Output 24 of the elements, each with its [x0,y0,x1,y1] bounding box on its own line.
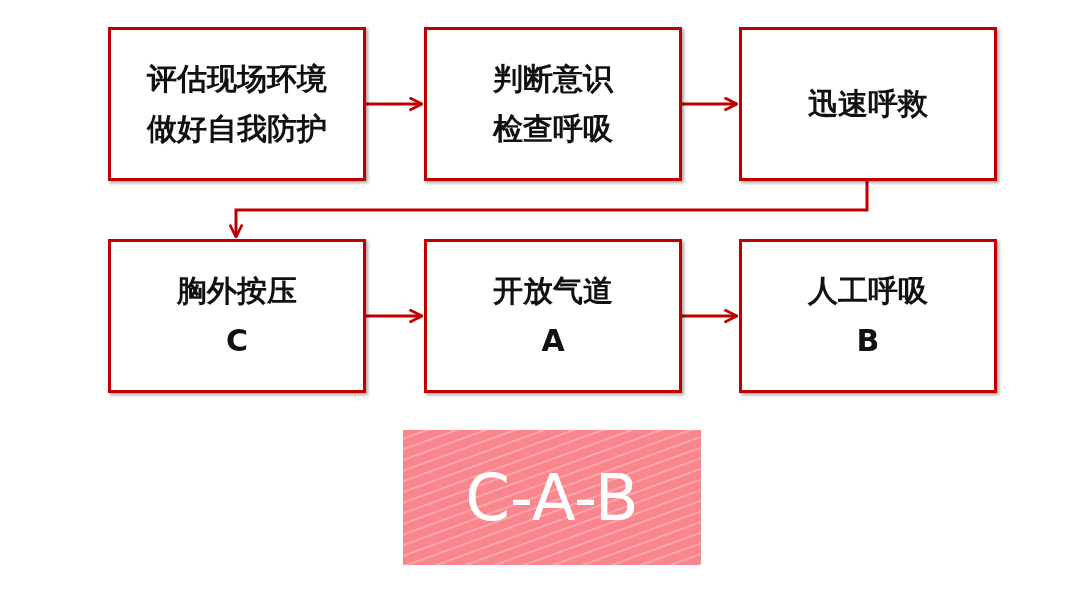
process-box [424,27,682,181]
step-text: 判断意识 [493,60,613,98]
arrow [366,96,424,112]
arrow [228,181,869,239]
process-box [739,27,997,181]
step-text: B [856,322,880,360]
step-text: 开放气道 [493,272,613,310]
arrow [682,96,739,112]
step-text: 做好自我防护 [147,110,327,148]
step-text: C [226,322,248,360]
arrow [366,308,424,324]
step-text: A [541,322,565,360]
process-box [739,239,997,393]
step-text: 胸外按压 [177,272,297,310]
arrow [682,308,739,324]
step-text: 评估现场环境 [147,60,327,98]
sequence-label: C-A-B [465,460,639,535]
process-box [424,239,682,393]
highlight-box [403,430,701,565]
process-box [108,239,366,393]
step-text: 检查呼吸 [493,110,613,148]
process-box [108,27,366,181]
step-text: 迅速呼救 [808,85,928,123]
step-text: 人工呼吸 [808,272,928,310]
